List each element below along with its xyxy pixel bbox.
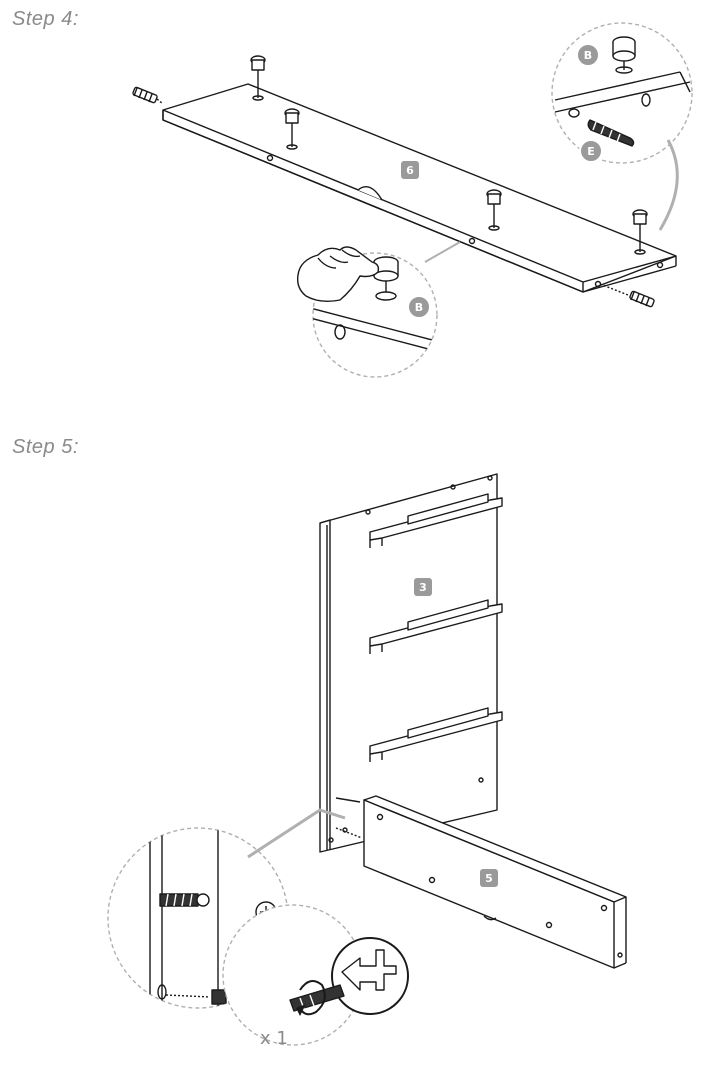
svg-text:5: 5 <box>485 872 493 885</box>
step-5-diagram: 3 5 <box>107 473 627 1049</box>
part-label-side-panel-3: 3 <box>414 578 432 596</box>
phillips-screwdriver-icon <box>289 937 409 1015</box>
svg-text:E: E <box>587 145 595 158</box>
part-label-B: B <box>576 43 600 67</box>
cam-lock-icon <box>632 209 648 255</box>
screw-quantity: x 1 <box>260 1028 288 1049</box>
detail-callout-screwdriver: x 1 <box>222 904 409 1049</box>
dowel-icon <box>132 86 164 105</box>
step-4-diagram: 6 <box>132 22 693 378</box>
hand-icon <box>296 246 380 303</box>
detail-callout-cam-lock: B <box>296 241 461 378</box>
cam-lock-icon <box>486 189 502 231</box>
svg-text:B: B <box>415 301 423 314</box>
cam-lock-icon <box>612 36 636 74</box>
step-5-title: Step 5: <box>12 436 79 458</box>
rotate-arrow-icon <box>296 980 326 1016</box>
part-label-board-5: 5 <box>480 869 498 887</box>
part-label-B: B <box>407 295 431 319</box>
svg-text:3: 3 <box>419 581 427 594</box>
shelf-rail <box>369 599 503 654</box>
svg-text:6: 6 <box>406 164 414 177</box>
shelf-rail <box>369 493 503 548</box>
board-6 <box>162 83 677 293</box>
screw-icon <box>159 893 210 907</box>
part-label-board-6: 6 <box>401 161 419 179</box>
dowel-icon <box>587 119 635 147</box>
side-panel-3 <box>319 473 498 853</box>
step-4-title: Step 4: <box>12 8 79 30</box>
detail-callout-dowel: B E <box>551 22 693 231</box>
svg-text:B: B <box>584 49 592 62</box>
shelf-rail <box>369 707 503 762</box>
cam-lock-icon <box>250 55 266 101</box>
dowel-icon <box>599 283 655 308</box>
cam-lock-icon <box>284 108 300 150</box>
part-label-E: E <box>579 139 603 163</box>
